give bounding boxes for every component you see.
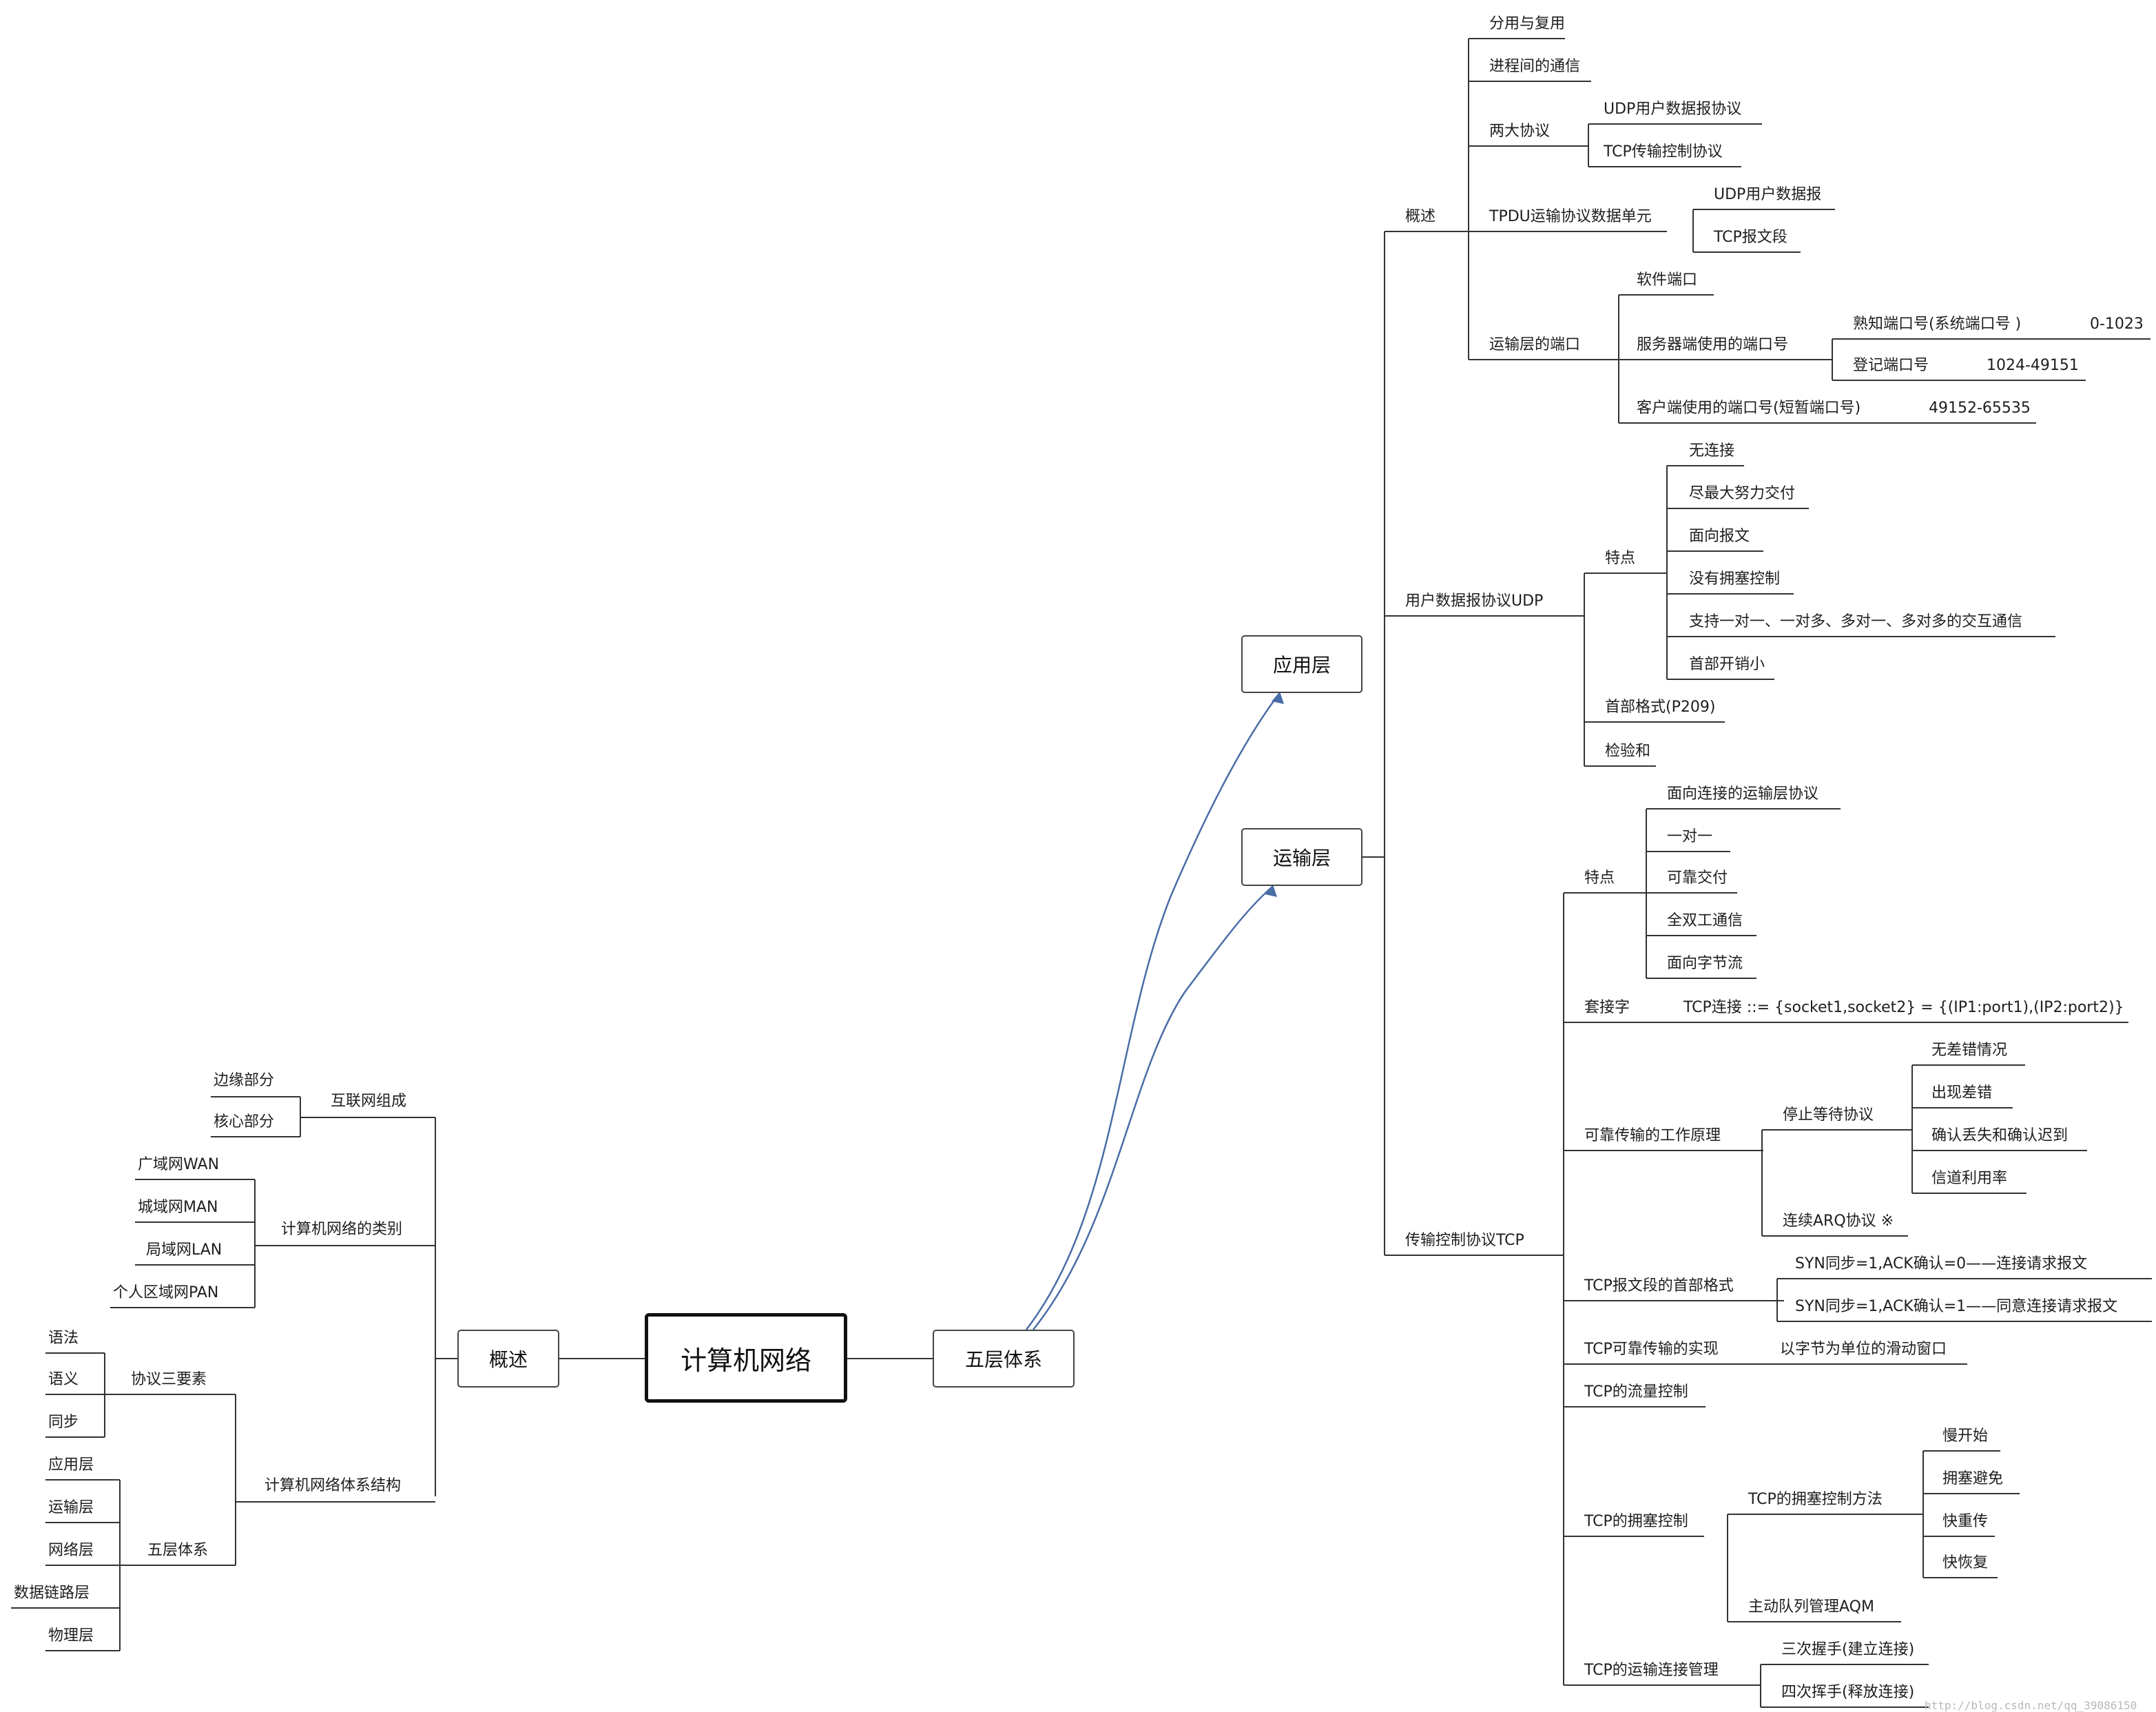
transport-layer-node[interactable]: 运输层 <box>1241 828 1362 886</box>
udp-header-format[interactable]: 首部格式(P209) <box>1605 699 1716 716</box>
core-part[interactable]: 核心部分 <box>214 1113 275 1131</box>
root-node[interactable]: 计算机网络 <box>645 1313 847 1403</box>
layer-physical[interactable]: 物理层 <box>48 1627 94 1644</box>
saw-utilization[interactable]: 信道利用率 <box>1931 1170 2008 1187</box>
tcp-feature-one-to-one[interactable]: 一对一 <box>1667 828 1713 845</box>
arrow-head <box>1265 885 1277 897</box>
udp-feature-no-congestion[interactable]: 没有拥塞控制 <box>1689 570 1781 588</box>
tcp-section[interactable]: 传输控制协议TCP <box>1405 1232 1524 1249</box>
aqm[interactable]: 主动队列管理AQM <box>1748 1598 1874 1616</box>
layer-arrow <box>1033 887 1272 1330</box>
three-way-handshake[interactable]: 三次握手(建立连接) <box>1781 1641 1915 1658</box>
tpdu-udp[interactable]: UDP用户数据报 <box>1714 186 1822 203</box>
client-range: 49152-65535 <box>1929 400 2031 417</box>
layer-network[interactable]: 网络层 <box>48 1542 94 1559</box>
saw-ack-lost[interactable]: 确认丢失和确认迟到 <box>1931 1127 2069 1144</box>
lan[interactable]: 局域网LAN <box>146 1241 222 1259</box>
layer-datalink[interactable]: 数据链路层 <box>14 1585 90 1602</box>
transport-overview[interactable]: 概述 <box>1405 208 1436 225</box>
continuous-arq[interactable]: 连续ARQ协议 ※ <box>1783 1213 1894 1230</box>
tcp-feature-reliable[interactable]: 可靠交付 <box>1667 869 1728 887</box>
transport-ports[interactable]: 运输层的端口 <box>1489 336 1581 353</box>
udp-protocol-item[interactable]: UDP用户数据报协议 <box>1604 101 1742 118</box>
slow-start[interactable]: 慢开始 <box>1942 1427 1989 1445</box>
wan[interactable]: 广域网WAN <box>138 1156 220 1173</box>
fast-retransmit[interactable]: 快重传 <box>1942 1513 1989 1530</box>
tcp-congestion-control[interactable]: TCP的拥塞控制 <box>1584 1513 1688 1530</box>
network-categories[interactable]: 计算机网络的类别 <box>281 1221 403 1238</box>
tcp-features[interactable]: 特点 <box>1584 869 1615 887</box>
udp-feature-interaction[interactable]: 支持一对一、一对多、多对一、多对多的交互通信 <box>1689 613 2023 630</box>
tcp-feature-byte-stream[interactable]: 面向字节流 <box>1667 955 1743 972</box>
udp-checksum[interactable]: 检验和 <box>1605 743 1651 760</box>
semantics[interactable]: 语义 <box>48 1371 79 1388</box>
edge-part[interactable]: 边缘部分 <box>214 1072 275 1089</box>
well-known-ports[interactable]: 熟知端口号(系统端口号 ) <box>1853 316 2022 333</box>
layer-transport[interactable]: 运输层 <box>48 1499 94 1516</box>
tcp-flow-control[interactable]: TCP的流量控制 <box>1584 1383 1688 1401</box>
pan[interactable]: 个人区域网PAN <box>113 1284 219 1301</box>
internet-composition[interactable]: 互联网组成 <box>331 1093 407 1110</box>
syn-ack0[interactable]: SYN同步=1,ACK确认=0——连接请求报文 <box>1795 1255 2088 1272</box>
syntax[interactable]: 语法 <box>48 1330 79 1347</box>
tcp-connection-management[interactable]: TCP的运输连接管理 <box>1584 1662 1719 1679</box>
server-ports[interactable]: 服务器端使用的端口号 <box>1637 336 1789 353</box>
protocol-three-elements[interactable]: 协议三要素 <box>131 1371 207 1388</box>
tpdu[interactable]: TPDU运输协议数据单元 <box>1489 208 1652 225</box>
tcp-header-format[interactable]: TCP报文段的首部格式 <box>1584 1277 1734 1295</box>
sliding-window: 以字节为单位的滑动窗口 <box>1780 1341 1947 1358</box>
reliable-principle[interactable]: 可靠传输的工作原理 <box>1584 1127 1721 1144</box>
process-communication[interactable]: 进程间的通信 <box>1489 58 1581 75</box>
udp-feature-connectionless[interactable]: 无连接 <box>1689 442 1735 460</box>
tcp-feature-full-duplex[interactable]: 全双工通信 <box>1667 912 1743 929</box>
tcp-protocol-item[interactable]: TCP传输控制协议 <box>1604 143 1723 161</box>
watermark: http://blog.csdn.net/qq_39086150 <box>1925 1699 2137 1712</box>
udp-feature-small-header[interactable]: 首部开销小 <box>1689 656 1765 673</box>
layer-arrow <box>1026 694 1280 1330</box>
congestion-method[interactable]: TCP的拥塞控制方法 <box>1748 1491 1883 1508</box>
saw-error[interactable]: 出现差错 <box>1931 1084 1993 1102</box>
congestion-avoidance[interactable]: 拥塞避免 <box>1942 1470 2004 1487</box>
registered-range: 1024-49151 <box>1987 357 2079 374</box>
tcp-socket-detail: TCP连接 ::= {socket1,socket2} = {(IP1:port… <box>1683 999 2124 1016</box>
four-way-wave[interactable]: 四次挥手(释放连接) <box>1781 1684 1915 1701</box>
five-layer-node[interactable]: 五层体系 <box>933 1330 1075 1388</box>
five-layer-system[interactable]: 五层体系 <box>147 1542 209 1559</box>
mux-demux[interactable]: 分用与复用 <box>1489 15 1566 32</box>
tpdu-tcp[interactable]: TCP报文段 <box>1714 229 1787 246</box>
layer-application[interactable]: 应用层 <box>48 1456 94 1474</box>
timing[interactable]: 同步 <box>48 1414 79 1431</box>
client-ports[interactable]: 客户端使用的端口号(短暂端口号) <box>1637 400 1861 417</box>
udp-features[interactable]: 特点 <box>1605 550 1636 567</box>
stop-and-wait[interactable]: 停止等待协议 <box>1783 1106 1874 1124</box>
tcp-reliable-impl[interactable]: TCP可靠传输的实现 <box>1584 1341 1719 1358</box>
two-protocols[interactable]: 两大协议 <box>1489 123 1551 140</box>
app-layer-node[interactable]: 应用层 <box>1241 635 1362 693</box>
registered-ports[interactable]: 登记端口号 <box>1853 357 1929 374</box>
tcp-socket[interactable]: 套接字 <box>1584 999 1630 1016</box>
udp-section[interactable]: 用户数据报协议UDP <box>1405 592 1544 610</box>
fast-recovery[interactable]: 快恢复 <box>1942 1554 1989 1571</box>
software-port[interactable]: 软件端口 <box>1637 271 1698 289</box>
network-architecture[interactable]: 计算机网络体系结构 <box>265 1477 402 1494</box>
udp-feature-best-effort[interactable]: 尽最大努力交付 <box>1689 485 1796 502</box>
tcp-feature-connection[interactable]: 面向连接的运输层协议 <box>1667 785 1819 803</box>
overview-node[interactable]: 概述 <box>457 1330 559 1388</box>
arrow-head <box>1272 692 1284 704</box>
udp-feature-message[interactable]: 面向报文 <box>1689 528 1750 545</box>
well-known-range: 0-1023 <box>2090 316 2144 333</box>
syn-ack1[interactable]: SYN同步=1,ACK确认=1——同意连接请求报文 <box>1795 1298 2118 1315</box>
man[interactable]: 城域网MAN <box>138 1199 218 1216</box>
saw-no-error[interactable]: 无差错情况 <box>1931 1042 2008 1059</box>
